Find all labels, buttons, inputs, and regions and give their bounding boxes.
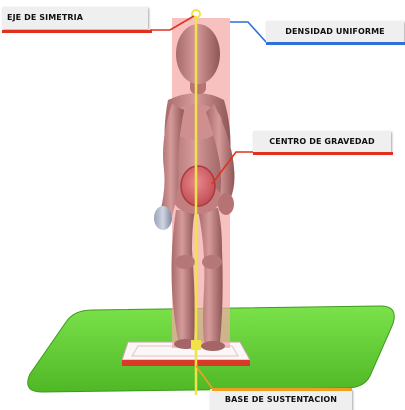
label-base-de-sustentacion: BASE DE SUSTENTACION [210, 389, 352, 410]
label-centro-de-gravedad: CENTRO DE GRAVEDAD [253, 131, 391, 153]
label-densidad-uniforme: DENSIDAD UNIFORME [266, 21, 404, 43]
label-eje-de-simetria: EJE DE SIMETRIA [2, 7, 148, 29]
leader-line-densidad [230, 22, 266, 42]
centro-underline [253, 152, 393, 155]
base-underline [212, 388, 352, 391]
densidad-underline [266, 42, 405, 45]
eje-underline [2, 30, 152, 33]
center-of-gravity-marker [181, 166, 215, 206]
